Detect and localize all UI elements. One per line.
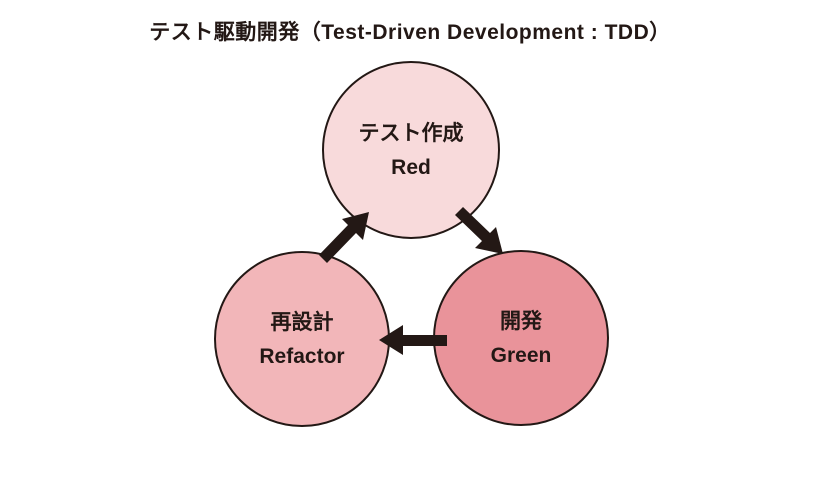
diagram-title: テスト駆動開発（Test-Driven Development : TDD） bbox=[149, 21, 671, 44]
node-develop-green-label-jp: 開発 bbox=[500, 309, 542, 333]
node-develop-green: 開発 Green bbox=[433, 250, 609, 426]
node-refactor: 再設計 Refactor bbox=[214, 251, 390, 427]
node-develop-green-label-en: Green bbox=[490, 343, 552, 367]
node-test-red-label-jp: テスト作成 bbox=[358, 121, 464, 145]
node-test-red: テスト作成 Red bbox=[322, 61, 500, 239]
node-test-red-label-en: Red bbox=[391, 155, 431, 179]
node-refactor-label-jp: 再設計 bbox=[270, 310, 334, 334]
node-refactor-label-en: Refactor bbox=[259, 344, 345, 368]
